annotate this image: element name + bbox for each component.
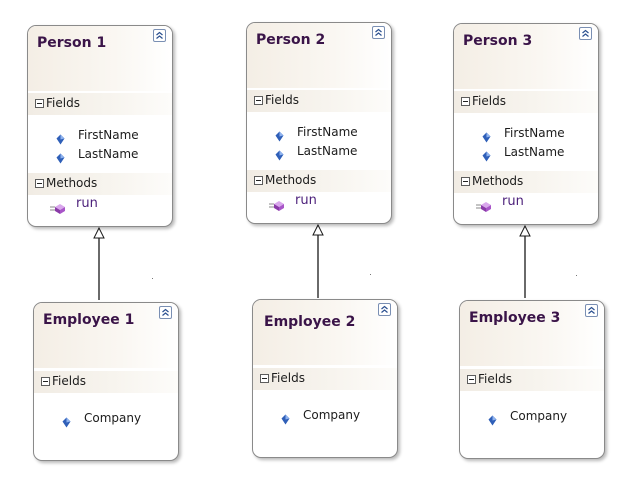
minus-square-icon[interactable] <box>461 97 470 106</box>
field-name: FirstName <box>78 128 139 142</box>
field-name: FirstName <box>504 126 565 140</box>
collapse-button[interactable] <box>372 26 385 39</box>
fields-section-header[interactable]: Fields <box>28 93 172 115</box>
method-cube-icon <box>476 198 492 212</box>
minus-square-icon[interactable] <box>41 377 50 386</box>
class-header <box>34 303 178 368</box>
fields-section-label: Fields <box>265 93 299 107</box>
fields-section-label: Fields <box>478 372 512 386</box>
method-name: run <box>502 194 524 209</box>
class-title: Person 3 <box>463 33 533 49</box>
class-box-person-3[interactable]: Person 3 Fields FirstName LastName Metho… <box>453 23 599 225</box>
class-header <box>460 301 604 366</box>
inheritance-arrow-employee-3 <box>519 224 531 298</box>
class-title: Employee 2 <box>264 314 356 330</box>
methods-section-label: Methods <box>265 173 317 187</box>
fields-section-header[interactable]: Fields <box>253 368 397 390</box>
class-header <box>253 300 397 365</box>
method-name: run <box>295 193 317 208</box>
class-box-employee-3[interactable]: Employee 3 Fields Company <box>459 300 605 459</box>
methods-section-label: Methods <box>472 174 524 188</box>
field-diamond-icon <box>482 147 491 162</box>
field-diamond-icon <box>56 149 65 164</box>
field-name: Company <box>303 408 361 422</box>
method-cube-icon <box>50 200 66 214</box>
field-name: LastName <box>78 147 139 161</box>
fields-section-label: Fields <box>46 96 80 110</box>
minus-square-icon[interactable] <box>254 96 263 105</box>
class-box-employee-1[interactable]: Employee 1 Fields Company <box>33 302 179 461</box>
stray-dot <box>576 275 577 276</box>
class-box-person-2[interactable]: Person 2 Fields FirstName LastName Metho… <box>246 22 392 224</box>
methods-section-header[interactable]: Methods <box>247 170 391 192</box>
inheritance-arrow-employee-1 <box>93 226 105 300</box>
field-name: Company <box>510 409 568 423</box>
field-name: Company <box>84 411 142 425</box>
inheritance-arrow-employee-2 <box>312 223 324 298</box>
fields-section-header[interactable]: Fields <box>247 90 391 112</box>
stray-dot <box>370 274 371 275</box>
collapse-button[interactable] <box>378 303 391 316</box>
field-name: LastName <box>297 144 358 158</box>
method-cube-icon <box>269 197 285 211</box>
method-name: run <box>76 196 98 211</box>
field-diamond-icon <box>281 410 290 425</box>
field-name: LastName <box>504 145 565 159</box>
class-box-person-1[interactable]: Person 1 Fields FirstName LastName Metho… <box>27 25 173 227</box>
fields-section-label: Fields <box>52 374 86 388</box>
class-title: Employee 1 <box>43 312 135 328</box>
methods-section-label: Methods <box>46 176 98 190</box>
collapse-button[interactable] <box>159 306 172 319</box>
fields-section-label: Fields <box>472 94 506 108</box>
collapse-button[interactable] <box>585 304 598 317</box>
field-diamond-icon <box>62 413 71 428</box>
field-diamond-icon <box>275 146 284 161</box>
fields-section-header[interactable]: Fields <box>34 371 178 393</box>
class-header <box>247 23 391 88</box>
field-diamond-icon <box>482 128 491 143</box>
minus-square-icon[interactable] <box>467 375 476 384</box>
field-diamond-icon <box>275 127 284 142</box>
class-box-employee-2[interactable]: Employee 2 Fields Company <box>252 299 398 458</box>
field-diamond-icon <box>488 411 497 426</box>
collapse-button[interactable] <box>153 29 166 42</box>
minus-square-icon[interactable] <box>35 179 44 188</box>
class-header <box>454 24 598 89</box>
minus-square-icon[interactable] <box>35 99 44 108</box>
collapse-button[interactable] <box>579 27 592 40</box>
minus-square-icon[interactable] <box>254 176 263 185</box>
field-name: FirstName <box>297 125 358 139</box>
class-title: Person 2 <box>256 32 326 48</box>
class-title: Employee 3 <box>469 310 561 326</box>
fields-section-header[interactable]: Fields <box>460 369 604 391</box>
class-title: Person 1 <box>37 35 107 51</box>
field-diamond-icon <box>56 130 65 145</box>
stray-dot <box>152 278 153 279</box>
minus-square-icon[interactable] <box>260 374 269 383</box>
fields-section-label: Fields <box>271 371 305 385</box>
methods-section-header[interactable]: Methods <box>28 173 172 195</box>
methods-section-header[interactable]: Methods <box>454 171 598 193</box>
fields-section-header[interactable]: Fields <box>454 91 598 113</box>
minus-square-icon[interactable] <box>461 177 470 186</box>
class-header <box>28 26 172 91</box>
